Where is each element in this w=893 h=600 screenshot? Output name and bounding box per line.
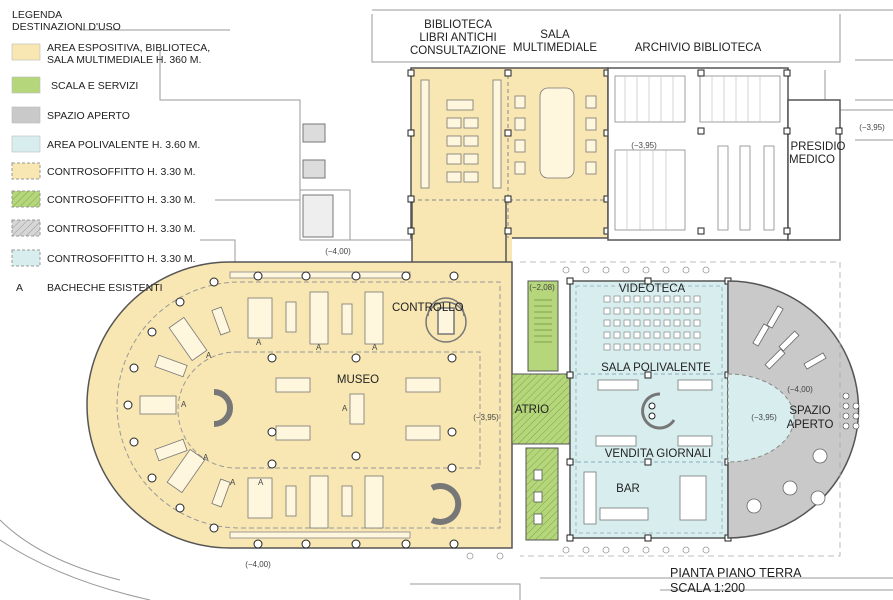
elevation-stair: (−2,08) [529, 283, 555, 292]
library-columns [407, 69, 611, 235]
medical-room [787, 99, 841, 241]
legend-swatch-expo [11, 43, 41, 61]
elevation-museum-bottom: (−4,00) [245, 560, 271, 569]
elevation-aperto-top: (−4,00) [787, 385, 813, 394]
legend-swatches [11, 43, 41, 267]
museum-columns [123, 271, 459, 549]
room-label-biblioteca-2: LIBRI ANTICHI [419, 32, 496, 44]
legend-item-showcases: BACHECHE ESISTENTI [47, 282, 163, 294]
reading-tables [420, 79, 597, 189]
showcase-marker: A [258, 478, 264, 487]
room-label-biblioteca-3: CONSULTAZIONE [410, 45, 506, 57]
legend-item-polyvalent: AREA POLIVALENTE H. 3.60 M. [47, 139, 200, 151]
legend-item-ceiling-polyvalent: CONTROSOFFITTO H. 3.30 M. [47, 253, 196, 265]
control-desk [425, 297, 467, 343]
legend-item-ceiling-expo: CONTROSOFFITTO H. 3.30 M. [47, 166, 196, 178]
showcase-marker: A [316, 343, 322, 352]
info-desk-curve [641, 392, 676, 430]
elevation-museum-top: (−4,00) [325, 247, 351, 256]
room-label-controllo: CONTROLLO [392, 302, 464, 314]
plan-scale: SCALA 1:200 [670, 581, 745, 595]
showcase-marker: A [230, 478, 236, 487]
room-label-archivio: ARCHIVIO BIBLIOTECA [635, 42, 762, 54]
sculpture-curve-left [213, 389, 233, 427]
showcase-markers: A A A A A A A A A [181, 338, 378, 487]
room-label-spazio-2: APERTO [787, 419, 834, 431]
small-service-rooms [302, 123, 334, 238]
legend-swatch-polyvalent [11, 135, 41, 153]
elevation-labels: (−3,95) (−3,95) (−4,00) (−2,08) (−3,95) … [245, 123, 885, 569]
legend-swatch-ceiling-polyvalent [11, 249, 41, 267]
showcase-marker: A [372, 343, 378, 352]
elevation-right-top: (−3,95) [859, 123, 885, 132]
plan-title: PIANTA PIANO TERRA [670, 566, 802, 580]
legend-item-expo-line1: AREA ESPOSITIVA, BIBLIOTECA, [47, 42, 210, 54]
room-label-spazio-1: SPAZIO [789, 405, 830, 417]
elevation-archivio: (−3,95) [631, 141, 657, 150]
legend-item-services: SCALA E SERVIZI [51, 80, 138, 92]
legend-subtitle: DESTINAZIONI D'USO [12, 21, 121, 33]
room-label-sala-polivalente: SALA POLIVALENTE [601, 362, 711, 374]
legend-showcase-marker: A [16, 282, 23, 294]
legend-title: LEGENDA [12, 9, 62, 21]
showcase-marker: A [203, 453, 209, 462]
museum-display-cases [139, 291, 441, 529]
room-label-multimediale-1: SALA [540, 29, 570, 41]
trees [466, 266, 710, 560]
elevation-atrio: (−3,95) [473, 413, 499, 422]
legend-swatch-services [11, 76, 41, 94]
showcase-marker: A [256, 338, 262, 347]
sculpture-curve-bottom [430, 483, 462, 525]
footer-title: PIANTA PIANO TERRA SCALA 1:200 [670, 566, 802, 595]
room-label-presidio-2: MEDICO [789, 154, 835, 166]
room-label-bar: BAR [616, 483, 640, 495]
room-label-biblioteca-1: BIBLIOTECA [424, 19, 492, 31]
atrium [511, 373, 571, 445]
room-label-multimediale-2: MULTIMEDIALE [513, 42, 597, 54]
room-label-vendita-giornali: VENDITA GIORNALI [605, 448, 712, 460]
archive-shelving [614, 75, 781, 231]
room-label-videoteca: VIDEOTECA [619, 283, 686, 295]
legend-swatch-ceiling-services [11, 190, 41, 208]
showcase-marker: A [181, 400, 187, 409]
room-labels: BIBLIOTECA LIBRI ANTICHI CONSULTAZIONE S… [337, 19, 846, 495]
showcase-marker: A [342, 404, 348, 413]
room-label-presidio-1: PRESIDIO [791, 141, 846, 153]
legend-swatch-ceiling-open [11, 219, 41, 237]
legend-text: LEGENDA DESTINAZIONI D'USO AREA ESPOSITI… [12, 9, 210, 294]
room-label-museo: MUSEO [337, 374, 379, 386]
legend-item-ceiling-open: CONTROSOFFITTO H. 3.30 M. [47, 223, 196, 235]
videoteca-seats [603, 295, 701, 351]
stair-block [527, 280, 559, 372]
legend-item-open: SPAZIO APERTO [47, 110, 130, 122]
legend-item-ceiling-services: CONTROSOFFITTO H. 3.30 M. [47, 194, 196, 206]
showcase-marker: A [206, 351, 212, 360]
open-space-tables [746, 305, 828, 514]
room-label-atrio: ATRIO [515, 404, 549, 416]
legend-swatch-ceiling-expo [11, 162, 41, 180]
legend-item-expo-line2: SALA MULTIMEDIALE H. 360 M. [47, 54, 201, 66]
elevation-aperto-mid: (−3,95) [751, 413, 777, 422]
archive-columns [697, 69, 843, 235]
polyvalent-furniture [583, 379, 713, 525]
legend-swatch-open [11, 106, 41, 124]
